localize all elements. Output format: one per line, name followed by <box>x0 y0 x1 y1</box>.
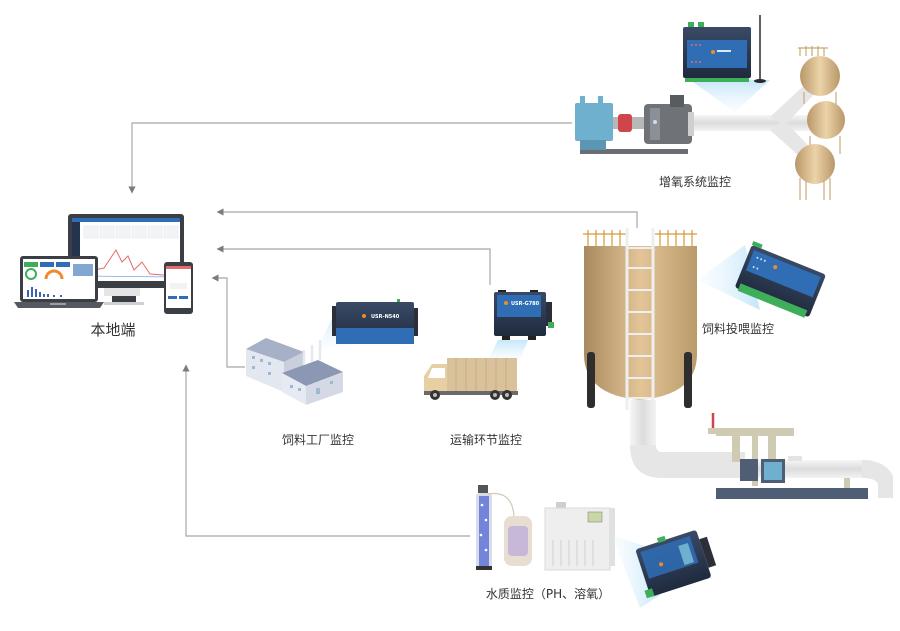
connector-aeration-to-hub <box>128 122 572 194</box>
connectors <box>128 122 638 537</box>
transport-label: 运输环节监控 <box>450 432 522 447</box>
signal-beam <box>697 245 760 310</box>
feeding-label: 饲料投喂监控 <box>702 321 774 336</box>
connector-water-to-hub <box>182 364 470 537</box>
feed-silo-icon <box>583 228 697 410</box>
node-water: 水质监控（PH、溶氧） <box>476 485 717 608</box>
feeding-io-controller-icon <box>735 241 826 318</box>
aeration-label: 增氧系统监控 <box>659 175 731 189</box>
factory-label: 饲料工厂监控 <box>282 433 354 447</box>
laptop-icon <box>14 256 104 308</box>
factory-building-icon <box>246 338 343 405</box>
water-analyzer-icon <box>544 502 615 571</box>
signal-beam <box>690 80 770 112</box>
connector-transport-to-hub <box>216 245 491 285</box>
connector-factory-to-hub <box>211 274 245 368</box>
spherical-tank-icon <box>795 46 845 200</box>
hub-local-end: 本地端 <box>14 214 193 339</box>
feed-pump-manifold-icon <box>708 413 893 499</box>
serial-server-icon <box>636 530 717 599</box>
dtu-g780-text: USR-G780 <box>511 301 540 307</box>
delivery-truck-icon <box>424 358 518 400</box>
water-filter-icon <box>476 485 532 570</box>
dtu-n540-text: USR-N540 <box>371 314 400 320</box>
hub-label: 本地端 <box>90 321 135 339</box>
signal-beam <box>488 340 528 360</box>
io-controller-4g-icon <box>683 15 766 83</box>
smartphone-icon <box>164 262 193 314</box>
dtu-usr-n540-icon: USR-N540 <box>332 299 418 344</box>
node-feeding: 饲料投喂监控 <box>583 228 893 499</box>
aeration-pump-icon <box>575 95 694 154</box>
node-transport: USR-G780 运输环节监控 <box>424 290 554 447</box>
node-aeration: 增氧系统监控 <box>575 15 845 200</box>
node-factory: USR-N540 饲料工厂监控 <box>246 299 418 447</box>
connector-feeding-to-hub <box>216 208 638 228</box>
dtu-usr-g780-icon: USR-G780 <box>494 290 554 340</box>
water-label: 水质监控（PH、溶氧） <box>486 586 610 601</box>
